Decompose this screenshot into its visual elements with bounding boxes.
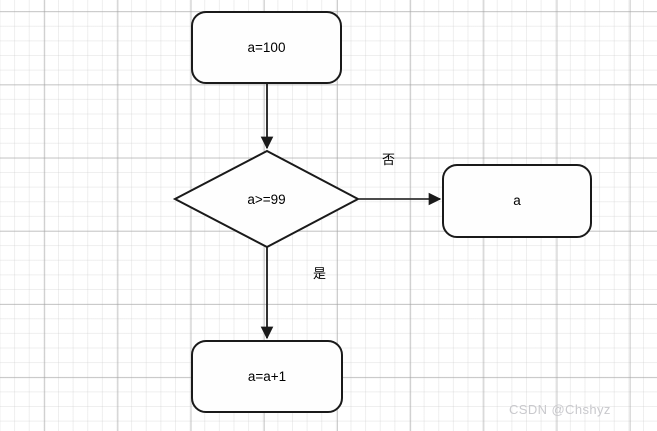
node-start-label: a=100 xyxy=(247,40,286,55)
watermark: CSDN @Chshyz xyxy=(509,402,611,417)
node-decision-label: a>=99 xyxy=(247,192,286,207)
node-output-label: a xyxy=(513,193,521,208)
edge-label-yes: 是 xyxy=(313,266,327,281)
node-increment-label: a=a+1 xyxy=(247,369,287,384)
node-increment[interactable] xyxy=(191,340,343,413)
edge-label-no: 否 xyxy=(382,152,396,167)
node-output[interactable] xyxy=(442,164,592,238)
